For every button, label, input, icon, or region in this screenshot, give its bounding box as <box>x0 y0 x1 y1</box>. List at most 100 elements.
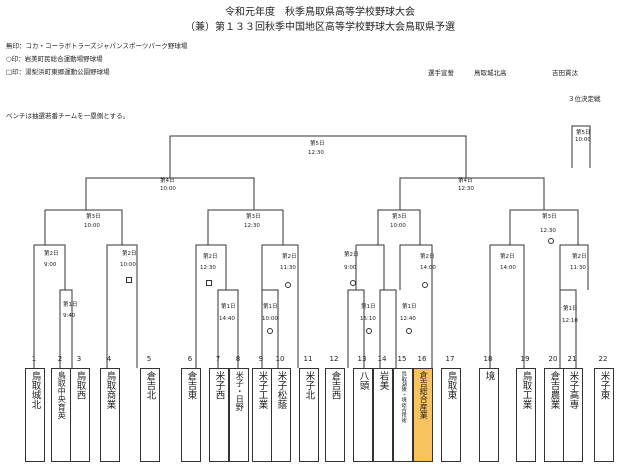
team-name: 鳥取商業 <box>104 371 116 409</box>
team-name: 境 <box>483 371 495 381</box>
team-box: 米子松蔭 <box>271 368 291 462</box>
team-name: 米子松蔭 <box>275 371 287 409</box>
team-num: 21 <box>567 355 577 363</box>
match-r2-7-day: 第2日 <box>500 254 515 260</box>
team-box: 倉吉北 <box>140 368 160 462</box>
match-r1-5-time: 12:40 <box>400 316 416 322</box>
match-third-time: 10:00 <box>575 137 591 143</box>
team-box: 境 <box>479 368 499 462</box>
match-qf4-day: 第3日 <box>542 214 557 220</box>
oath-school: 鳥取城北高 <box>474 69 507 77</box>
match-r1-6-day: 第1日 <box>563 306 578 312</box>
match-sf-right-time: 12:30 <box>458 186 474 192</box>
team-name: 倉吉東 <box>185 371 197 400</box>
match-sf-right-day: 第4日 <box>458 178 473 184</box>
team-num: 14 <box>377 355 387 363</box>
team-box: 鳥取商業 <box>100 368 120 462</box>
venue-circle-mark <box>422 282 428 288</box>
match-r2-4-time: 11:30 <box>280 265 296 271</box>
match-r2-7-time: 14:00 <box>500 265 516 271</box>
page-subtitle: （兼）第１３３回秋季中国地区高等学校野球大会鳥取県予選 <box>185 22 455 33</box>
match-r2-5-time: 9:00 <box>344 265 357 271</box>
team-box: 鳥取東 <box>441 368 461 462</box>
team-num: 4 <box>106 355 112 363</box>
team-box: 鳥取中央育英 <box>51 368 71 462</box>
venue-square-mark <box>206 280 212 286</box>
team-name: 米子東 <box>598 371 610 400</box>
team-num: 3 <box>76 355 82 363</box>
team-box: 鳥取西 <box>70 368 90 462</box>
match-final-day: 第5日 <box>310 141 325 147</box>
match-sf-left-day: 第4日 <box>160 178 175 184</box>
team-num: 6 <box>187 355 193 363</box>
team-box: 米子北 <box>299 368 319 462</box>
team-num: 2 <box>57 355 63 363</box>
team-num: 1 <box>31 355 37 363</box>
team-name: 岩美 <box>377 371 389 390</box>
team-num: 19 <box>520 355 530 363</box>
venue-circle-mark <box>267 328 273 334</box>
venue-circle-mark <box>350 280 356 286</box>
match-qf3-day: 第3日 <box>392 214 407 220</box>
team-name: 米子・日野 <box>235 371 245 411</box>
venue-circle-mark <box>406 328 412 334</box>
match-r2-2-day: 第2日 <box>122 251 137 257</box>
team-box: 米子高専 <box>563 368 583 462</box>
match-r1-1-time: 9:40 <box>63 313 76 319</box>
team-box: 鳥取城北 <box>25 368 45 462</box>
match-r1-5-day: 第1日 <box>402 304 417 310</box>
team-num: 12 <box>329 355 339 363</box>
match-r2-4-day: 第2日 <box>282 254 297 260</box>
match-r2-3-day: 第2日 <box>203 254 218 260</box>
team-name: 米子北 <box>303 371 315 400</box>
team-num: 20 <box>548 355 558 363</box>
third-place-label: ３位決定戦 <box>568 95 601 103</box>
team-box: 鳥取工業 <box>516 368 536 462</box>
team-num: 16 <box>417 355 427 363</box>
team-name: 鳥取城北 <box>29 371 41 409</box>
oath-player: 吉田貫汰 <box>552 69 578 77</box>
match-sf-left-time: 10:00 <box>160 186 176 192</box>
team-name: 倉吉総合産業 <box>419 371 429 419</box>
oath-label: 選手宣誓 <box>428 69 454 77</box>
team-num: 22 <box>598 355 608 363</box>
match-r2-3-time: 12:30 <box>200 265 216 271</box>
match-r1-2-time: 14:40 <box>219 316 235 322</box>
team-box-highlighted: 倉吉総合産業 <box>413 368 433 462</box>
venue-circle-mark <box>548 238 554 244</box>
match-r1-1-day: 第1日 <box>63 302 78 308</box>
match-qf2-time: 12:30 <box>244 223 260 229</box>
team-box: 岩美 <box>373 368 393 462</box>
team-box: 米子・日野 <box>229 368 249 462</box>
match-final-time: 12:30 <box>308 150 324 156</box>
match-r2-6-time: 14:00 <box>420 265 436 271</box>
team-box: 八頭 <box>353 368 373 462</box>
team-name: 鳥取工業 <box>520 371 532 409</box>
match-r2-1-time: 9:00 <box>44 262 57 268</box>
team-name: 鳥取湖陵・境総合技術 <box>400 371 407 423</box>
match-r1-3-time: 10:00 <box>262 316 278 322</box>
team-name: 倉吉農業 <box>548 371 560 409</box>
team-num: 15 <box>397 355 407 363</box>
match-r1-2-day: 第1日 <box>221 304 236 310</box>
match-r1-4-day: 第1日 <box>361 304 376 310</box>
team-name: 米子高専 <box>567 371 579 409</box>
match-r2-1-day: 第2日 <box>44 251 59 257</box>
page-title: 令和元年度 秋季鳥取県高等学校野球大会 <box>225 7 415 18</box>
match-r1-6-time: 12:10 <box>562 318 578 324</box>
match-r2-6-day: 第2日 <box>420 254 435 260</box>
match-r2-5-day: 第2日 <box>344 252 359 258</box>
team-name: 米子工業 <box>256 371 268 409</box>
match-r2-2-time: 10:00 <box>120 262 136 268</box>
team-box: 倉吉東 <box>181 368 201 462</box>
team-num: 8 <box>235 355 241 363</box>
match-r1-4-time: 15:10 <box>360 316 376 322</box>
team-box: 倉吉西 <box>325 368 345 462</box>
bench-note: ベンチは抽選若番チームを一塁側とする。 <box>6 112 130 120</box>
match-qf1-time: 10:00 <box>84 223 100 229</box>
team-name: 八頭 <box>357 371 369 390</box>
venue-circle-mark <box>366 328 372 334</box>
team-num: 5 <box>146 355 152 363</box>
team-num: 17 <box>445 355 455 363</box>
team-num: 18 <box>483 355 493 363</box>
